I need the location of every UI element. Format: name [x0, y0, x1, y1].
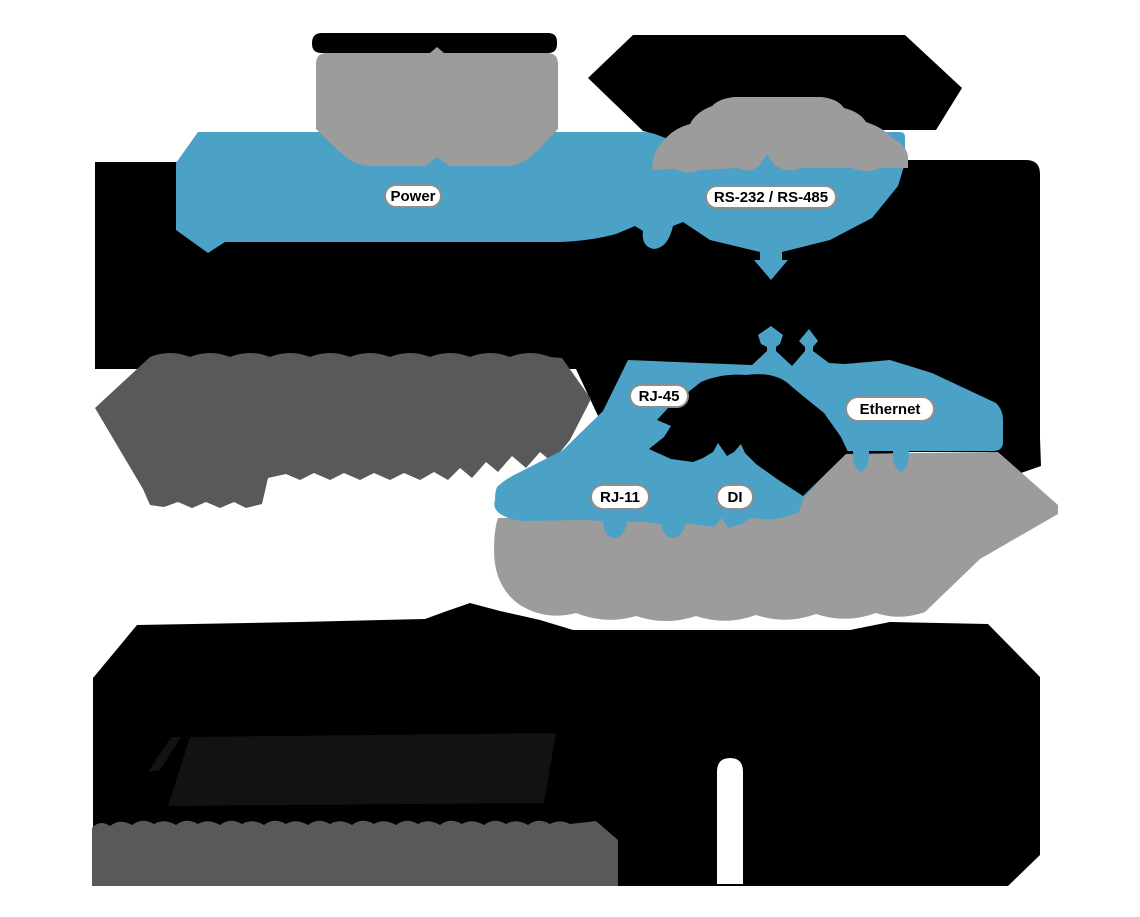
gateway-device-silhouette [649, 374, 848, 496]
rj11-label-pill: RJ-11 [590, 484, 650, 510]
serial-meter-silhouette [652, 97, 908, 173]
embossed-text-silhouette [168, 733, 556, 806]
rj45-label-pill: RJ-45 [629, 384, 689, 408]
top-text-silhouette [312, 33, 557, 53]
power-label-pill: Power [384, 184, 442, 208]
bottom-photo-silhouette [93, 603, 1040, 886]
site-photo-silhouette [588, 35, 962, 140]
serial-label-pill: RS-232 / RS-485 [705, 185, 837, 209]
embossed-slash-silhouette [148, 737, 181, 772]
control-center-arrow-silhouette [95, 353, 591, 508]
ethernet-label-pill: Ethernet [845, 396, 935, 422]
antenna-silhouette [717, 758, 743, 884]
bottom-text-silhouette [92, 820, 618, 886]
power-serial-connection-flow [176, 132, 905, 280]
power-adapter-silhouette [316, 47, 558, 166]
di-label-pill: DI [716, 484, 754, 510]
network-arrow-silhouette [494, 452, 1058, 621]
